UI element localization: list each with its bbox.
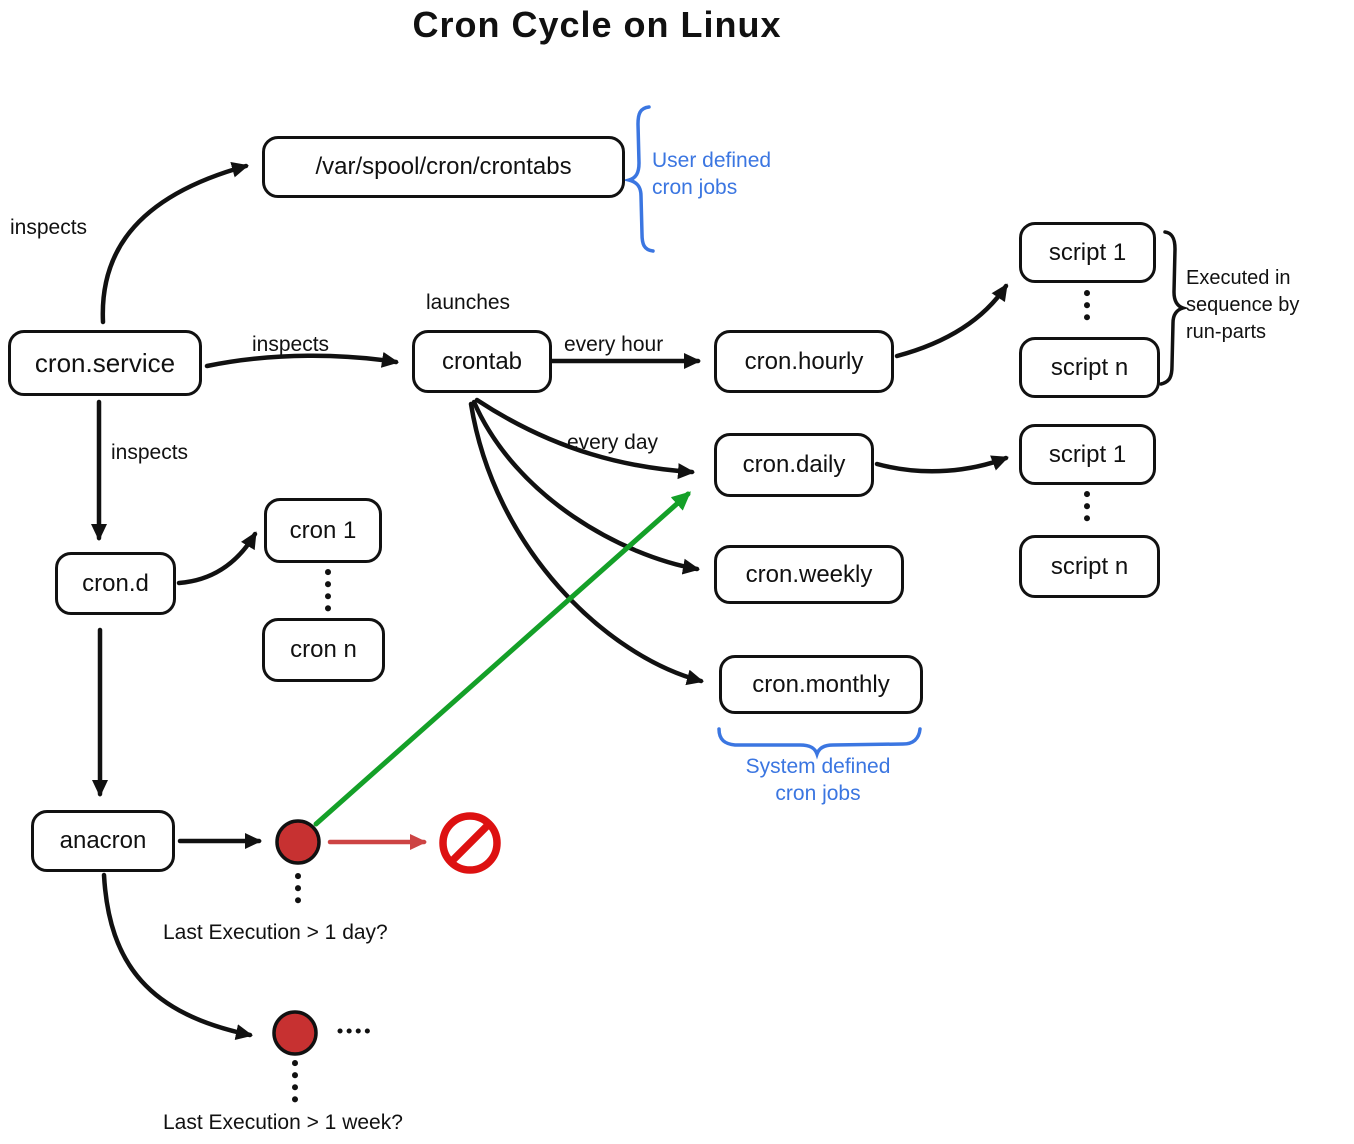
annotation-system-defined: System defined cron jobs xyxy=(700,753,936,807)
node-cron-service: cron.service xyxy=(8,330,202,396)
annotation-user-defined-line2: cron jobs xyxy=(652,176,738,199)
annotation-run-parts-line3: run-parts xyxy=(1186,321,1267,343)
edge-label-launches: launches xyxy=(426,291,511,314)
annotation-last-execution-day: Last Execution > 1 day? xyxy=(163,921,388,944)
node-script-1-hourly: script 1 xyxy=(1019,222,1156,283)
diagram-title: Cron Cycle on Linux xyxy=(412,4,782,45)
arrow-daily-to-script1 xyxy=(874,455,1009,474)
node-crontab: crontab xyxy=(412,330,552,393)
edge-label-inspects-crontab: inspects xyxy=(252,333,330,356)
node-crontabs-file: /var/spool/cron/crontabs xyxy=(262,136,625,198)
node-cron-hourly: cron.hourly xyxy=(714,330,894,393)
annotation-last-execution-week: Last Execution > 1 week? xyxy=(163,1111,403,1134)
edge-label-inspects-spool: inspects xyxy=(10,216,88,239)
week-check-circle xyxy=(272,1010,318,1056)
annotation-system-defined-line1: System defined xyxy=(745,755,891,778)
annotation-run-parts: Executed in sequence by run-parts xyxy=(1186,265,1299,346)
annotation-system-defined-line2: cron jobs xyxy=(775,782,861,805)
brace-user-defined xyxy=(622,105,655,253)
arrow-cron-d-to-cron1 xyxy=(176,531,258,586)
brace-system-defined xyxy=(717,727,922,760)
annotation-run-parts-line1: Executed in xyxy=(1186,267,1291,289)
node-anacron: anacron xyxy=(31,810,175,872)
edge-label-every-day: every day xyxy=(567,431,659,454)
annotation-run-parts-line2: sequence by xyxy=(1186,294,1300,316)
node-script-1-daily: script 1 xyxy=(1019,424,1156,485)
node-cron-monthly: cron.monthly xyxy=(719,655,923,714)
arrow-crontab-to-weekly xyxy=(471,399,700,575)
annotation-user-defined-line1: User defined xyxy=(652,149,772,172)
arrow-crontab-to-monthly xyxy=(468,401,704,686)
edge-label-every-hour: every hour xyxy=(564,333,664,356)
black-arrows xyxy=(91,162,1009,1040)
node-cron-d: cron.d xyxy=(55,552,176,615)
arrow-crontab-to-daily xyxy=(474,397,695,480)
annotation-user-defined: User defined cron jobs xyxy=(652,147,771,201)
node-script-n-daily: script n xyxy=(1019,535,1160,598)
node-cron-1: cron 1 xyxy=(264,498,382,563)
day-check-circle xyxy=(275,819,321,865)
brace-run-parts xyxy=(1159,230,1189,386)
node-cron-n: cron n xyxy=(262,618,385,682)
arrow-service-to-crontabs-file xyxy=(100,162,249,325)
arrow-service-to-crontab xyxy=(204,351,399,369)
arrow-anacron-to-week-check xyxy=(101,872,253,1040)
edge-label-inspects-cron-d: inspects xyxy=(111,441,189,464)
node-cron-weekly: cron.weekly xyxy=(714,545,904,604)
arrow-hourly-to-script1 xyxy=(894,283,1009,359)
dotted-connectors xyxy=(292,290,1090,1105)
stop-icon xyxy=(439,812,501,874)
node-cron-daily: cron.daily xyxy=(714,433,874,497)
node-script-n-hourly: script n xyxy=(1019,337,1160,398)
arrow-day-check-to-daily xyxy=(313,491,691,827)
